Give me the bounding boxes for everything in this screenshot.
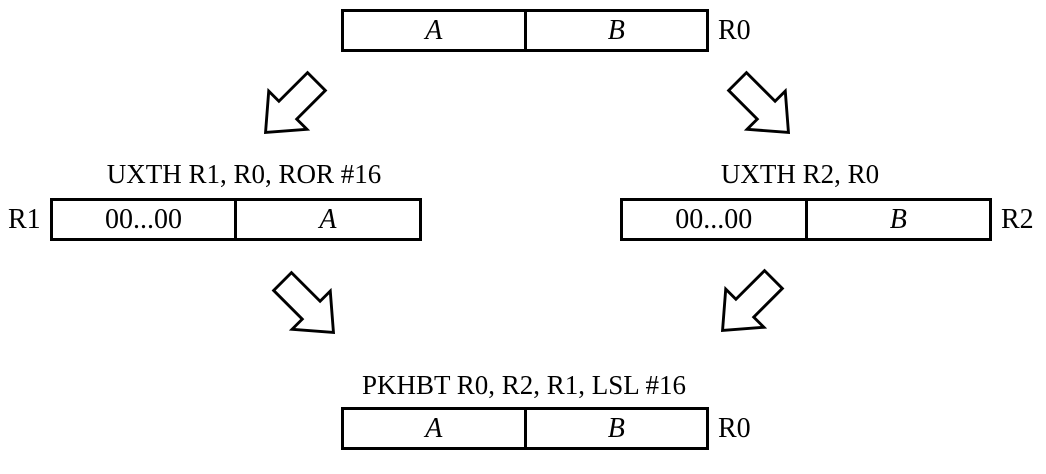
register-name-label-r2: R2: [1001, 203, 1034, 235]
instruction-label-uxth-r1: UXTH R1, R0, ROR #16: [106, 159, 382, 189]
register-cell-a: A: [425, 14, 443, 46]
register-box-r0-top: A B: [341, 9, 709, 52]
register-cell-b: B: [804, 201, 990, 238]
register-cell-a: A: [425, 412, 443, 444]
register-row-r2: 00...00 B R2: [620, 198, 1034, 241]
down-right-arrow-icon: [726, 70, 791, 135]
register-row-r0-result: A B R0: [341, 407, 751, 450]
down-left-arrow-icon: [720, 268, 785, 333]
register-cell-b: B: [523, 410, 707, 447]
down-right-arrow-icon: [271, 270, 336, 335]
register-cell-a: A: [234, 201, 419, 238]
register-name-label-r1: R1: [8, 203, 41, 235]
register-cell-b: B: [523, 12, 707, 49]
register-box-r1: 00...00 A: [49, 198, 422, 241]
register-box-r0-result: A B: [341, 407, 709, 450]
register-row-r1: R1 00...00 A: [8, 198, 422, 241]
register-cell-zeros: 00...00: [675, 203, 753, 235]
register-row-r0-top: A B R0: [341, 9, 751, 52]
register-cell-zeros: 00...00: [104, 203, 182, 235]
down-left-arrow-icon: [263, 70, 328, 135]
register-box-r2: 00...00 B: [620, 198, 992, 241]
register-name-label-r0-result: R0: [718, 412, 751, 444]
instruction-label-pkhbt: PKHBT R0, R2, R1, LSL #16: [361, 370, 687, 400]
register-name-label-r0-top: R0: [718, 14, 751, 46]
instruction-label-uxth-r2: UXTH R2, R0: [720, 159, 880, 189]
